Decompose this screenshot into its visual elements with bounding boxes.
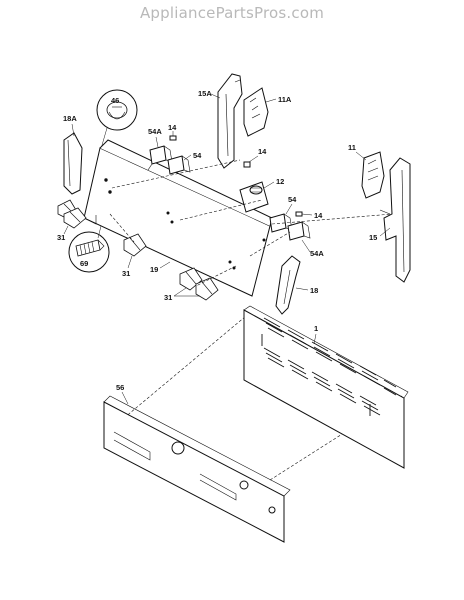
- part-15-bracket: [379, 157, 411, 283]
- part-54-switch-top: [167, 155, 191, 175]
- part-15a-bracket: [217, 73, 243, 169]
- callout-18: 18: [310, 286, 318, 295]
- callout-54a-top: 54A: [148, 127, 162, 136]
- callout-19: 19: [150, 265, 158, 274]
- callout-56: 56: [116, 383, 124, 392]
- part-18-right-trim: [275, 255, 301, 315]
- watermark: AppliancePartsPros.com: [139, 4, 325, 22]
- callout-11a: 11A: [278, 95, 292, 104]
- part-12-switch-assembly: [239, 181, 269, 213]
- part-11-insulation: [361, 151, 385, 199]
- part-54a-switch-top: [147, 145, 173, 171]
- callout-15a: 15A: [198, 89, 212, 98]
- part-14-clip-top: [169, 135, 177, 141]
- callout-14-c: 14: [314, 211, 323, 220]
- part-54a-switch-low: [287, 221, 311, 241]
- callout-69: 69: [80, 259, 88, 268]
- part-31-knob-mid: [123, 233, 147, 257]
- callout-31-c: 31: [164, 293, 172, 302]
- callout-46: 46: [111, 96, 119, 105]
- callout-31-a: 31: [57, 233, 65, 242]
- callout-15: 15: [369, 233, 377, 242]
- detail-circle-46: [96, 89, 138, 153]
- part-14-clip-low: [295, 211, 303, 217]
- callout-14-b: 14: [258, 147, 267, 156]
- vent-slots: [263, 317, 397, 416]
- part-31-knob-low-2: [195, 277, 219, 301]
- detail-circle-69: [68, 217, 110, 273]
- callout-14-a: 14: [168, 123, 177, 132]
- part-54-switch-mid: [269, 213, 293, 233]
- part-18a-left-trim: [63, 132, 83, 195]
- callout-31-b: 31: [122, 269, 130, 278]
- callout-11: 11: [348, 143, 356, 152]
- part-11a-insulation: [243, 87, 269, 137]
- part-1-rear-panel: [243, 305, 409, 469]
- callout-54a-low: 54A: [310, 249, 324, 258]
- part-14-clip-mid: [243, 161, 251, 168]
- callout-12: 12: [276, 177, 284, 186]
- callout-54-top: 54: [193, 151, 202, 160]
- callout-54-mid: 54: [288, 195, 297, 204]
- callout-1: 1: [314, 324, 318, 333]
- part-31-knob-left-2: [63, 207, 87, 229]
- part-56-lower-back: [103, 395, 291, 543]
- callout-18a: 18A: [63, 114, 77, 123]
